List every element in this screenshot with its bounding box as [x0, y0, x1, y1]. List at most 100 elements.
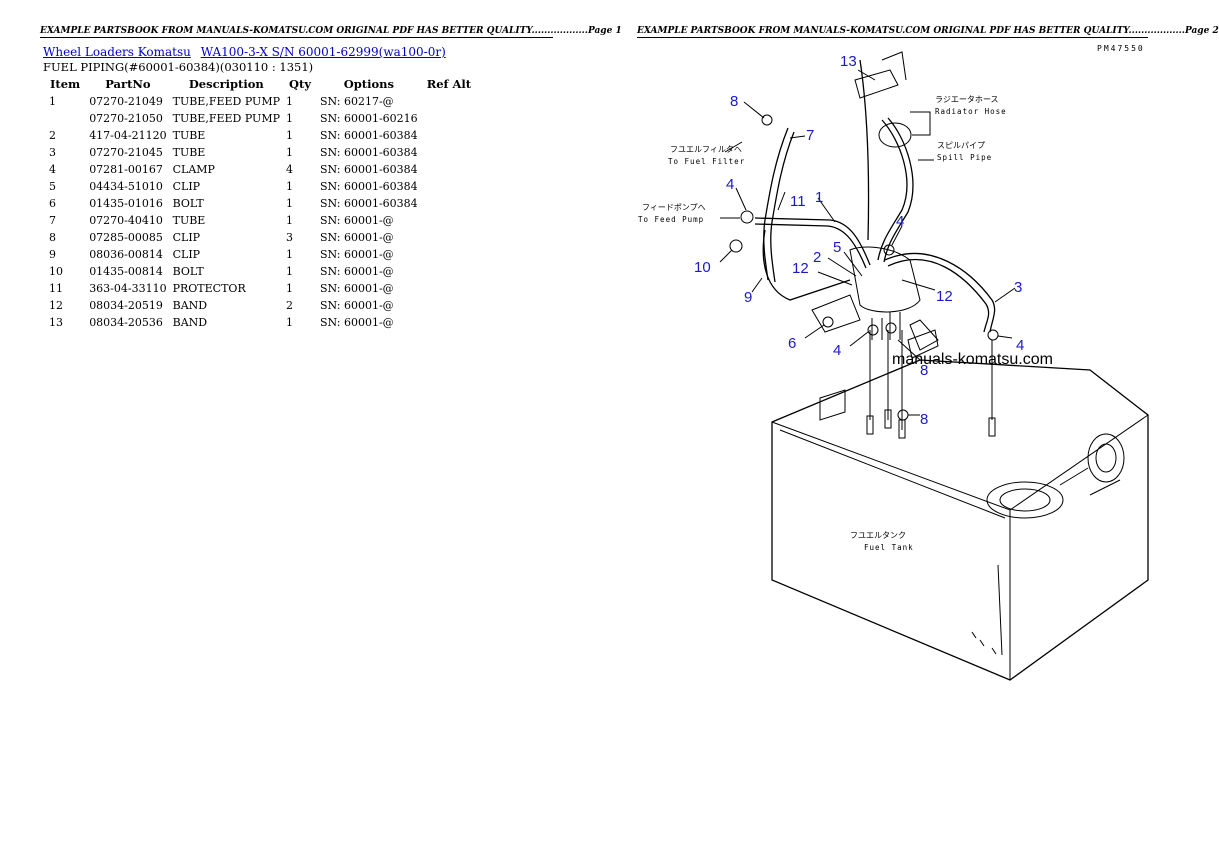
callout-8: 8 — [920, 362, 928, 379]
cell-qty: 1 — [285, 265, 293, 278]
column-header-ref-alt: Ref Alt — [426, 77, 472, 91]
callout-11: 11 — [790, 193, 806, 210]
cell-item: 1 — [49, 95, 56, 108]
cell-partno: 08034-20519 — [89, 299, 163, 312]
parts-table: Item PartNo Description Qty Options Ref … — [44, 76, 477, 331]
cell-qty: 1 — [285, 282, 293, 295]
callout-1: 1 — [815, 189, 823, 206]
label-fuel-tank-jp: フユエルタンク — [850, 531, 906, 540]
label-feed-pump-jp: フィードポンプへ — [642, 203, 706, 212]
cell-qty: 1 — [285, 248, 293, 261]
cell-alt — [421, 314, 477, 331]
cell-item: 10 — [49, 265, 63, 278]
callout-8: 8 — [730, 93, 738, 110]
leader-lines — [719, 69, 1016, 416]
cell-partno: 07270-40410 — [89, 214, 163, 227]
label-fuel-filter-jp: フユエルフィルタへ — [670, 145, 742, 154]
cell-qty: 4 — [285, 163, 293, 176]
label-feed-pump-en: To Feed Pump — [638, 215, 704, 224]
callout-4: 4 — [726, 176, 734, 193]
breadcrumb-link-wheel-loaders[interactable]: Wheel Loaders Komatsu — [43, 45, 191, 59]
cell-item: 3 — [49, 146, 56, 159]
cell-desc: TUBE — [172, 129, 206, 142]
cell-alt — [421, 110, 477, 127]
cell-desc: BAND — [172, 316, 208, 329]
cell-alt — [421, 246, 477, 263]
cell-desc: BOLT — [172, 197, 204, 210]
table-header-row: Item PartNo Description Qty Options Ref … — [44, 76, 477, 93]
fuel-tank-drawing — [771, 329, 1149, 681]
cell-desc: CLIP — [172, 180, 201, 193]
watermark: manuals-komatsu.com — [892, 351, 1053, 368]
breadcrumb-link-model[interactable]: WA100-3-X S/N 60001-62999(wa100-0r) — [200, 45, 446, 59]
cell-partno: 01435-00814 — [89, 265, 163, 278]
cell-opt: SN: 60001-@ — [320, 299, 394, 312]
callout-6: 6 — [788, 335, 796, 352]
cell-alt — [421, 178, 477, 195]
column-header-item: Item — [50, 77, 81, 91]
cell-desc: BAND — [172, 299, 208, 312]
cell-qty: 3 — [285, 231, 293, 244]
callout-13: 13 — [840, 53, 857, 70]
cell-partno: 07270-21049 — [89, 95, 163, 108]
cell-opt: SN: 60001-60384 — [320, 180, 418, 193]
callout-12: 12 — [936, 288, 953, 305]
cell-opt: SN: 60001-@ — [320, 214, 394, 227]
piping-lines — [754, 59, 996, 439]
page-2-header: EXAMPLE PARTSBOOK FROM MANUALS-KOMATSU.C… — [637, 26, 1219, 38]
cell-qty: 1 — [285, 214, 293, 227]
cell-opt: SN: 60217-@ — [320, 95, 394, 108]
cell-alt — [421, 263, 477, 280]
callout-4: 4 — [833, 342, 841, 359]
cell-opt: SN: 60001-@ — [320, 248, 394, 261]
cell-qty: 1 — [285, 129, 293, 142]
cell-desc: CLAMP — [172, 163, 215, 176]
cell-qty: 1 — [285, 112, 293, 125]
breadcrumb: Wheel Loaders Komatsu WA100-3-X S/N 6000… — [43, 45, 452, 59]
callout-5: 5 — [833, 239, 841, 256]
column-header-description: Description — [188, 77, 264, 91]
column-header-partno: PartNo — [105, 77, 151, 91]
fittings — [729, 51, 999, 421]
cell-qty: 1 — [285, 180, 293, 193]
cell-partno: 04434-51010 — [89, 180, 163, 193]
cell-opt: SN: 60001-@ — [320, 231, 394, 244]
callout-7: 7 — [806, 127, 814, 144]
cell-opt: SN: 60001-@ — [320, 282, 394, 295]
cell-alt — [421, 144, 477, 161]
cell-qty: 2 — [285, 299, 293, 312]
cell-item — [44, 110, 86, 127]
label-radiator-hose-en: Radiator Hose — [935, 107, 1007, 116]
column-header-qty: Qty — [288, 77, 311, 91]
cell-opt: SN: 60001-@ — [320, 316, 394, 329]
cell-partno: 07270-21050 — [89, 112, 163, 125]
fuel-piping-diagram: ラジエータホース Radiator Hose スピルパイプ Spill Pipe… — [638, 51, 1149, 681]
label-spill-pipe-jp: スピルパイプ — [937, 141, 985, 150]
diagram-code: PM47550 — [1097, 44, 1145, 53]
cell-item: 12 — [49, 299, 63, 312]
cell-alt — [421, 127, 477, 144]
cell-desc: TUBE — [172, 214, 206, 227]
cell-alt — [421, 297, 477, 314]
callout-8: 8 — [920, 411, 928, 428]
cell-item: 4 — [49, 163, 56, 176]
cell-item: 11 — [49, 282, 63, 295]
label-radiator-hose-jp: ラジエータホース — [935, 95, 998, 104]
callout-4: 4 — [896, 213, 904, 230]
cell-item: 6 — [49, 197, 56, 210]
cell-partno: 363-04-33110 — [89, 282, 167, 295]
callout-3: 3 — [1014, 279, 1022, 296]
cell-qty: 1 — [285, 95, 293, 108]
cell-partno: 08036-00814 — [89, 248, 163, 261]
